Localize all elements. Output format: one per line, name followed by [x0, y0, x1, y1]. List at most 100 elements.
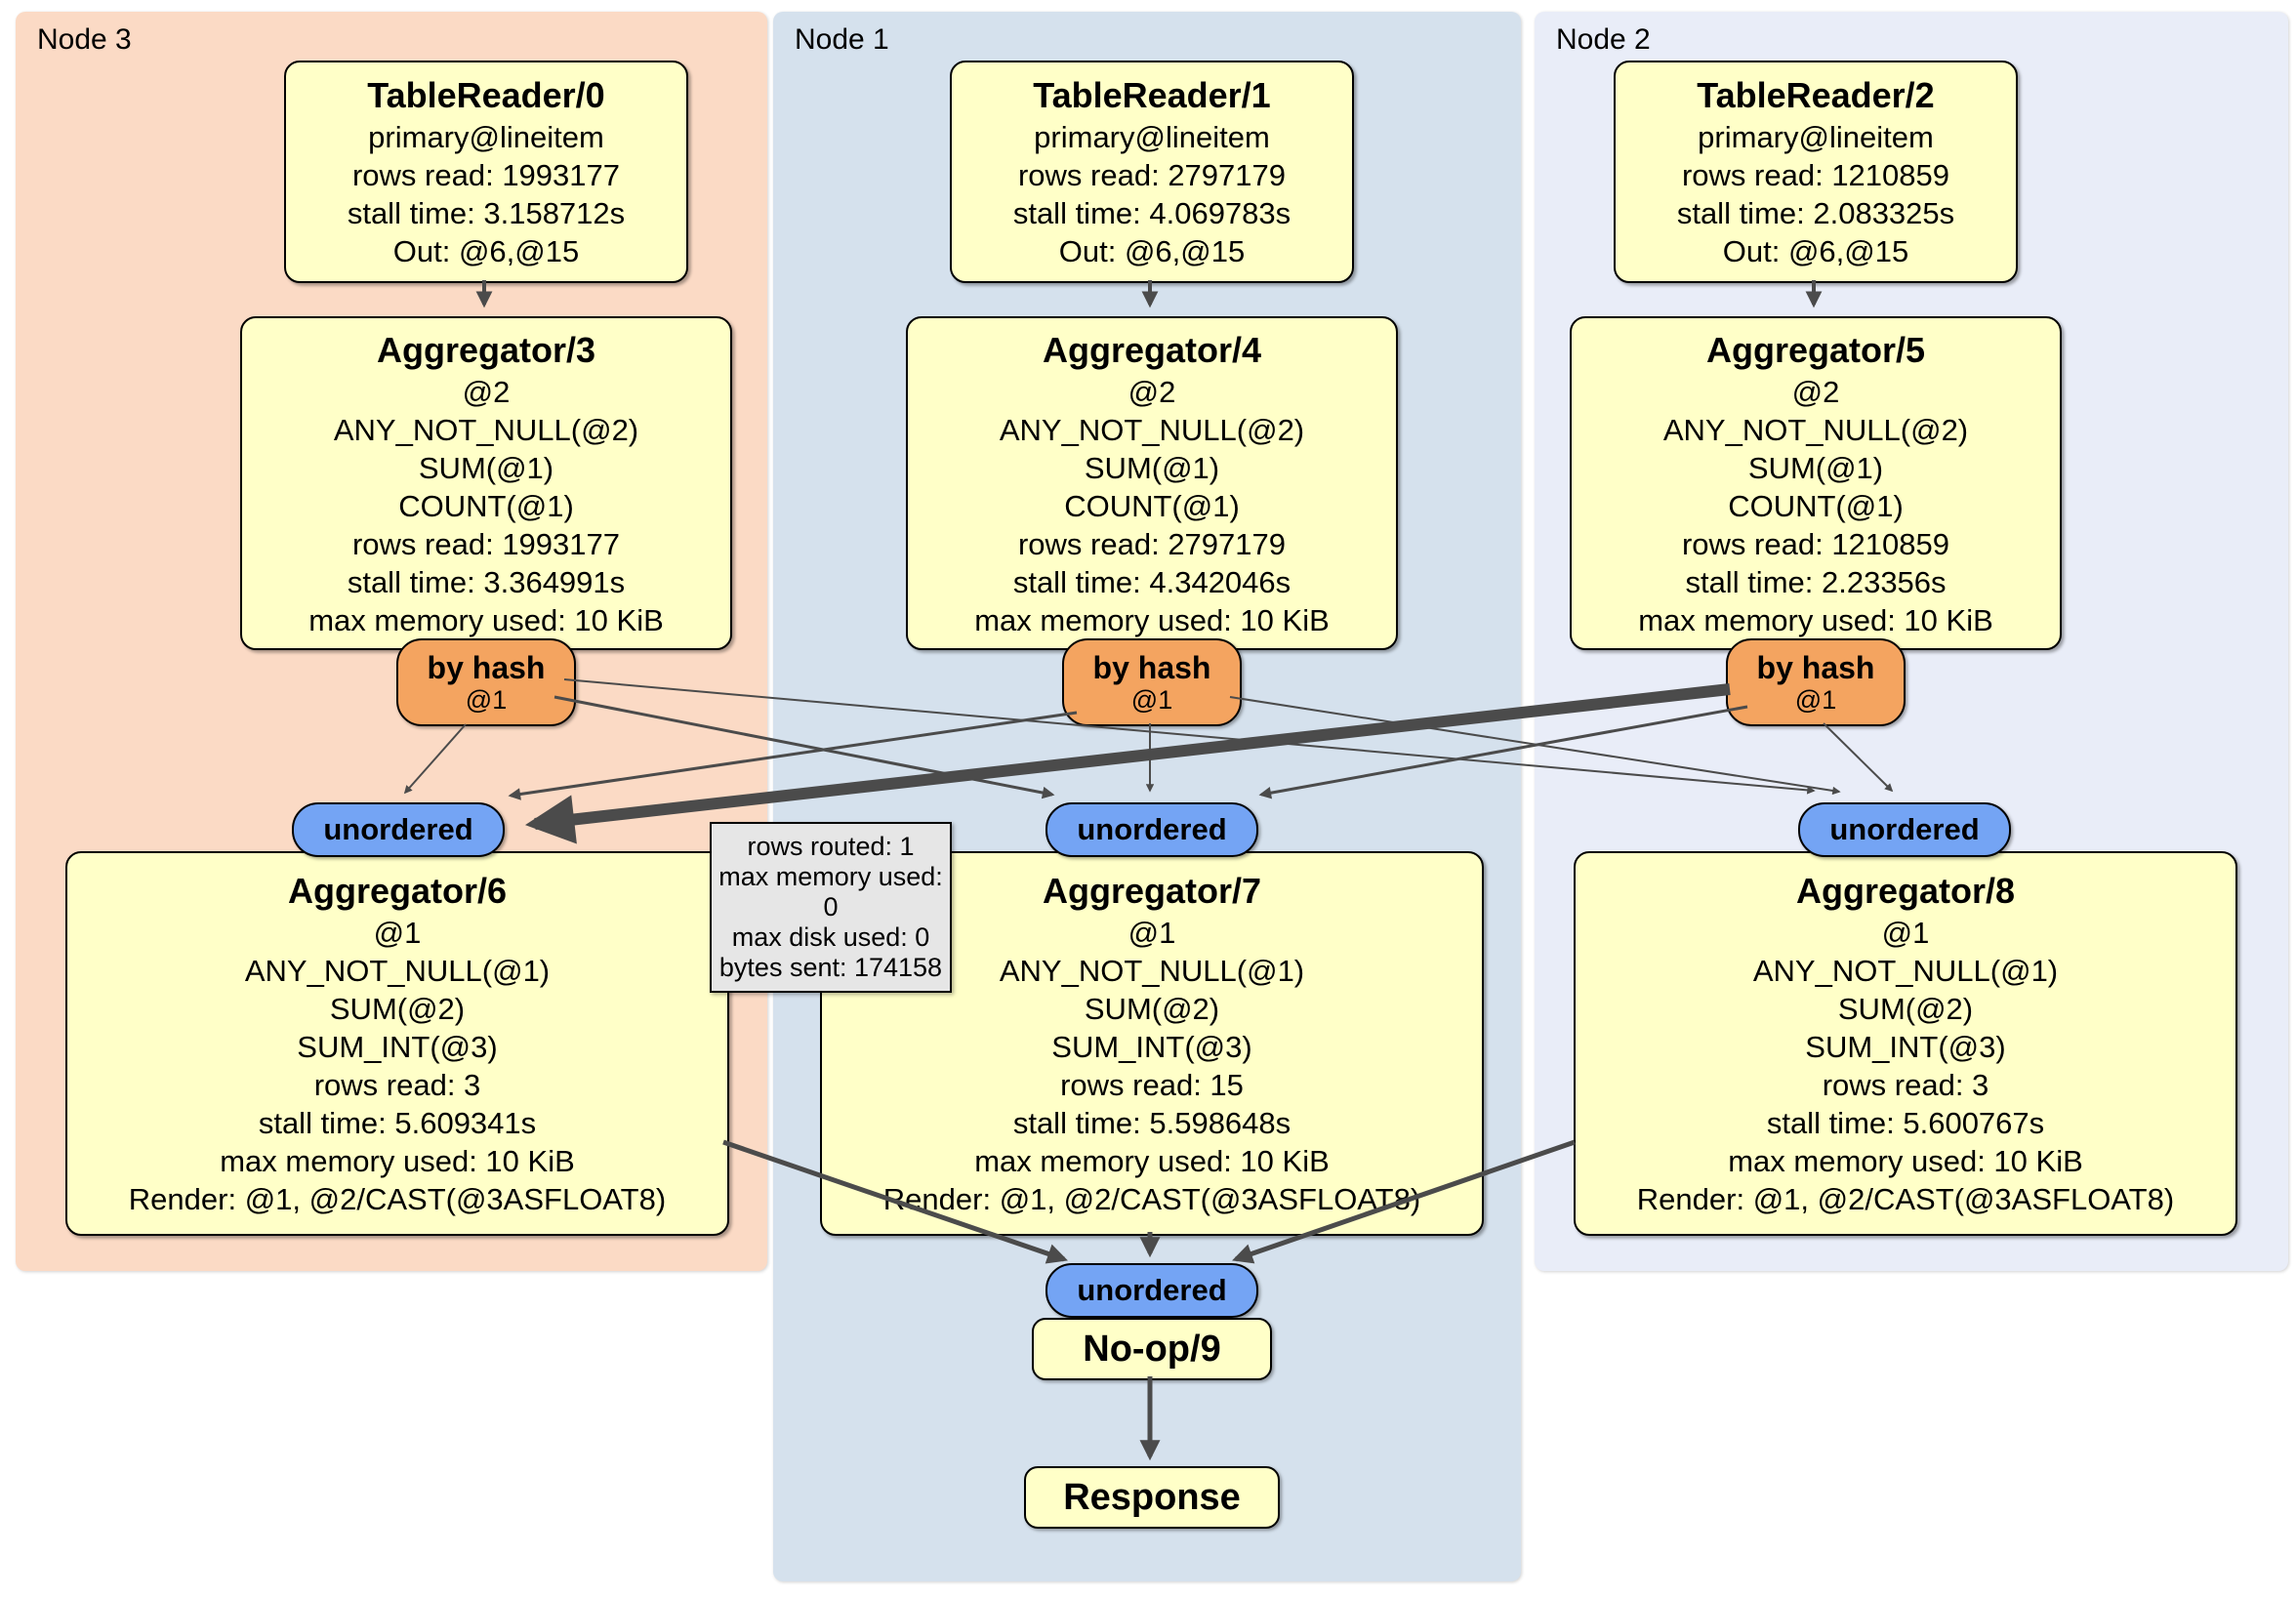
- stream-label: unordered: [1077, 1273, 1227, 1307]
- node-detail: @2: [1128, 374, 1176, 409]
- node-detail: SUM(@1): [1084, 450, 1220, 485]
- tooltip-line: max disk used: 0: [731, 922, 930, 952]
- router-label: by hash: [1756, 650, 1875, 685]
- node-detail: COUNT(@1): [398, 488, 574, 523]
- unordered-stream-middle[interactable]: unordered: [1046, 802, 1258, 857]
- node-detail: Out: @6,@15: [1058, 234, 1246, 268]
- hash-router-0[interactable]: by hash @1: [396, 638, 576, 726]
- node-title: Aggregator/8: [1795, 871, 2016, 911]
- aggregator-4[interactable]: Aggregator/4 @2 ANY_NOT_NULL(@2) SUM(@1)…: [906, 316, 1398, 650]
- node-detail: SUM(@1): [1747, 450, 1884, 485]
- node-detail: primary@lineitem: [1034, 120, 1270, 154]
- node-detail: rows read: 2797179: [1017, 526, 1287, 561]
- stream-label: unordered: [1829, 812, 1980, 846]
- router-label: by hash: [427, 650, 546, 685]
- node-detail: stall time: 4.342046s: [1012, 564, 1292, 599]
- node-detail: SUM_INT(@3): [1805, 1030, 2006, 1064]
- node3-region-label: Node 3: [37, 23, 132, 56]
- node-detail: SUM(@2): [329, 992, 466, 1026]
- aggregator-5[interactable]: Aggregator/5 @2 ANY_NOT_NULL(@2) SUM(@1)…: [1570, 316, 2062, 650]
- node-detail: SUM(@2): [1084, 992, 1220, 1026]
- router-label: by hash: [1092, 650, 1211, 685]
- node-detail: COUNT(@1): [1728, 488, 1904, 523]
- node-detail: Render: @1, @2/CAST(@3ASFLOAT8): [128, 1182, 667, 1216]
- node-detail: rows read: 15: [1060, 1068, 1244, 1102]
- node-detail: rows read: 1210859: [1681, 158, 1950, 192]
- node-detail: @2: [462, 374, 511, 409]
- node-detail: SUM(@2): [1837, 992, 1974, 1026]
- node2-region-label: Node 2: [1556, 23, 1651, 56]
- stream-label: unordered: [1077, 812, 1227, 846]
- node-title: Aggregator/6: [287, 871, 508, 911]
- node-detail: max memory used: 10 KiB: [1728, 1144, 2083, 1178]
- stream-label: unordered: [323, 812, 473, 846]
- unordered-stream-right[interactable]: unordered: [1798, 802, 2011, 857]
- node-title: Aggregator/3: [376, 329, 596, 370]
- tooltip-line: max memory used: 0: [718, 862, 943, 921]
- node-detail: SUM_INT(@3): [1051, 1030, 1252, 1064]
- router-detail: @1: [1794, 685, 1837, 715]
- node-detail: ANY_NOT_NULL(@1): [1752, 954, 2059, 988]
- node-title: TableReader/2: [1697, 75, 1935, 115]
- node-title: Aggregator/4: [1042, 329, 1262, 370]
- node-detail: COUNT(@1): [1064, 488, 1240, 523]
- edge-stats-tooltip: rows routed: 1 max memory used: 0 max di…: [710, 822, 952, 993]
- router-detail: @1: [1130, 685, 1173, 715]
- node-title: Aggregator/5: [1705, 329, 1926, 370]
- node-detail: primary@lineitem: [1698, 120, 1934, 154]
- node-title: No-op/9: [1083, 1328, 1221, 1370]
- node-detail: stall time: 2.083325s: [1676, 196, 1955, 230]
- node-detail: stall time: 5.598648s: [1012, 1106, 1292, 1140]
- unordered-stream-final[interactable]: unordered: [1046, 1263, 1258, 1318]
- node-detail: rows read: 2797179: [1017, 158, 1287, 192]
- unordered-stream-left[interactable]: unordered: [292, 802, 505, 857]
- node-detail: @2: [1791, 374, 1840, 409]
- node-detail: rows read: 3: [313, 1068, 481, 1102]
- node-detail: ANY_NOT_NULL(@2): [999, 412, 1305, 447]
- node-detail: primary@lineitem: [368, 120, 604, 154]
- node-detail: SUM(@1): [418, 450, 554, 485]
- node-detail: max memory used: 10 KiB: [974, 602, 1330, 637]
- node-detail: stall time: 5.600767s: [1766, 1106, 2045, 1140]
- node-detail: Out: @6,@15: [1722, 234, 1909, 268]
- router-detail: @1: [465, 685, 508, 715]
- node-detail: stall time: 2.23356s: [1685, 564, 1947, 599]
- table-reader-0[interactable]: TableReader/0 primary@lineitem rows read…: [284, 61, 688, 283]
- node-title: Response: [1063, 1476, 1241, 1518]
- table-reader-2[interactable]: TableReader/2 primary@lineitem rows read…: [1614, 61, 2018, 283]
- node-detail: rows read: 1993177: [351, 158, 621, 192]
- node-detail: stall time: 5.609341s: [258, 1106, 537, 1140]
- hash-router-1[interactable]: by hash @1: [1062, 638, 1242, 726]
- node-detail: stall time: 4.069783s: [1012, 196, 1292, 230]
- hash-router-2[interactable]: by hash @1: [1726, 638, 1906, 726]
- node-detail: stall time: 3.364991s: [347, 564, 626, 599]
- node-detail: max memory used: 10 KiB: [1638, 602, 1993, 637]
- node1-region-label: Node 1: [795, 23, 889, 56]
- node-detail: ANY_NOT_NULL(@2): [333, 412, 639, 447]
- table-reader-1[interactable]: TableReader/1 primary@lineitem rows read…: [950, 61, 1354, 283]
- node-detail: ANY_NOT_NULL(@1): [999, 954, 1305, 988]
- node-detail: ANY_NOT_NULL(@1): [244, 954, 551, 988]
- tooltip-line: rows routed: 1: [747, 832, 915, 861]
- node-detail: stall time: 3.158712s: [347, 196, 626, 230]
- node-detail: ANY_NOT_NULL(@2): [1662, 412, 1969, 447]
- aggregator-6[interactable]: Aggregator/6 @1 ANY_NOT_NULL(@1) SUM(@2)…: [65, 851, 729, 1236]
- node-detail: Render: @1, @2/CAST(@3ASFLOAT8): [1636, 1182, 2175, 1216]
- node-title: TableReader/1: [1033, 75, 1271, 115]
- node-title: Aggregator/7: [1042, 871, 1262, 911]
- node-detail: rows read: 3: [1822, 1068, 1989, 1102]
- response[interactable]: Response: [1024, 1466, 1280, 1529]
- noop-9[interactable]: No-op/9: [1032, 1318, 1272, 1380]
- aggregator-3[interactable]: Aggregator/3 @2 ANY_NOT_NULL(@2) SUM(@1)…: [240, 316, 732, 650]
- node-detail: @1: [1128, 916, 1176, 950]
- node-detail: max memory used: 10 KiB: [974, 1144, 1330, 1178]
- node-detail: Render: @1, @2/CAST(@3ASFLOAT8): [882, 1182, 1421, 1216]
- node-detail: SUM_INT(@3): [297, 1030, 498, 1064]
- node-detail: rows read: 1210859: [1681, 526, 1950, 561]
- node-detail: max memory used: 10 KiB: [308, 602, 664, 637]
- node-detail: rows read: 1993177: [351, 526, 621, 561]
- node-detail: @1: [373, 916, 422, 950]
- aggregator-8[interactable]: Aggregator/8 @1 ANY_NOT_NULL(@1) SUM(@2)…: [1574, 851, 2237, 1236]
- node-detail: @1: [1881, 916, 1930, 950]
